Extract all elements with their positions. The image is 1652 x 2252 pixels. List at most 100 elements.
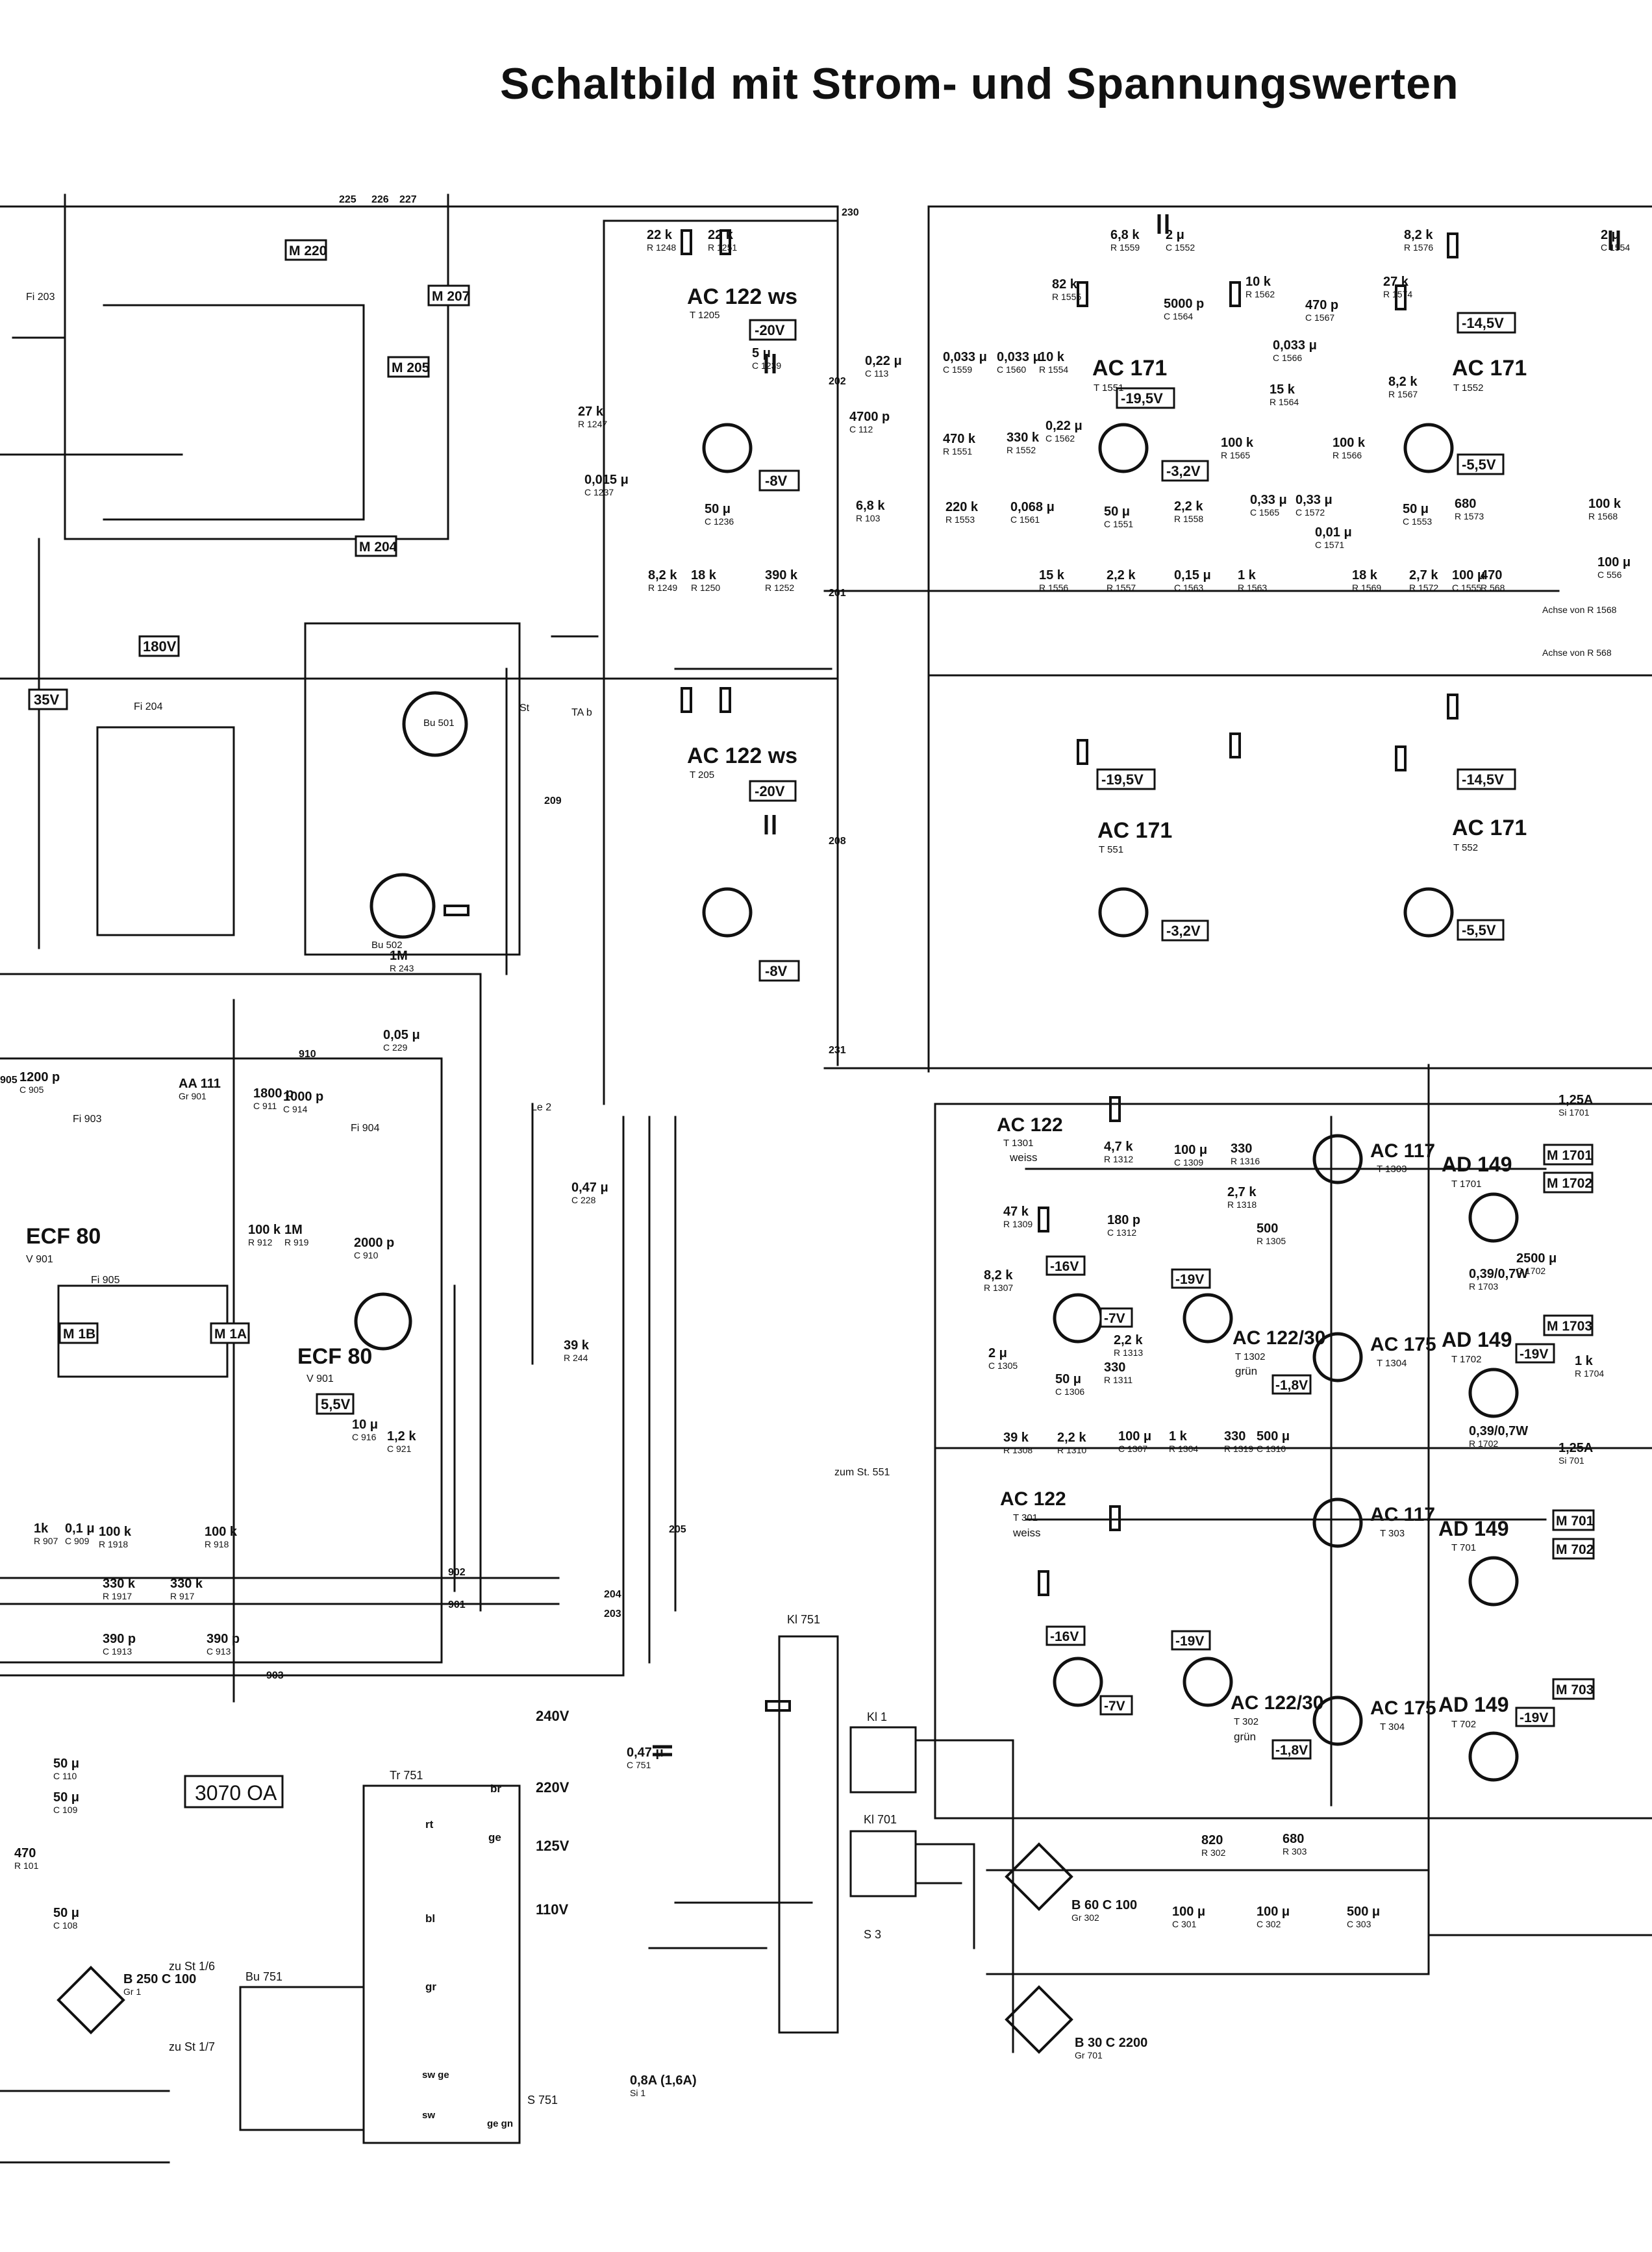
component-value-58: 1000 p xyxy=(283,1090,323,1104)
component-value-16: 330 k xyxy=(1007,431,1040,445)
component-ref-26: C 1566 xyxy=(1273,353,1302,363)
component-value-34: 0,15 μ xyxy=(1174,568,1211,582)
component-value-105: B 250 C 100 xyxy=(123,1972,196,1986)
component-value-68: 330 k xyxy=(103,1577,136,1591)
component-ref-36: C 1565 xyxy=(1250,507,1279,518)
connector-label-15: Fi 904 xyxy=(351,1123,380,1134)
connector-label-14: Fi 903 xyxy=(73,1114,102,1125)
component-value-81: 50 μ xyxy=(1055,1372,1081,1386)
component-ref-4: C 1237 xyxy=(584,487,614,497)
component-ref-88: R 1319 xyxy=(1224,1444,1253,1454)
transistor-label-31: AD 149 xyxy=(1438,1517,1509,1540)
component-value-83: 2,2 k xyxy=(1114,1333,1143,1347)
connector-label-17: zum St. 551 xyxy=(834,1467,890,1478)
component-value-77: 2,7 k xyxy=(1227,1185,1257,1199)
component-value-76: 180 p xyxy=(1107,1213,1140,1227)
component-value-92: 0,39/0,7W xyxy=(1469,1424,1528,1438)
connector-label-3: Tr 751 xyxy=(390,1769,423,1782)
module-m703: M 703 xyxy=(1556,1683,1594,1697)
component-ref-74: R 1316 xyxy=(1231,1156,1260,1166)
component-ref-69: R 917 xyxy=(170,1591,195,1601)
voltage-label-t1301: -16V xyxy=(1050,1259,1079,1274)
component-ref-37: C 1572 xyxy=(1295,507,1325,518)
component-ref-71: C 913 xyxy=(206,1646,231,1657)
component-ref-41: R 1567 xyxy=(1388,389,1418,399)
component-ref-50: C 556 xyxy=(1597,569,1622,580)
transistor-label-22: T 1302 xyxy=(1235,1351,1265,1362)
transistor-label-7: T 1552 xyxy=(1453,382,1483,394)
component-value-107: 50 μ xyxy=(53,1790,79,1805)
module-m701: M 701 xyxy=(1556,1514,1594,1529)
component-value-99: 100 μ xyxy=(1257,1905,1290,1919)
node-number-13: 910 xyxy=(299,1049,316,1060)
component-value-0: 22 k xyxy=(647,228,673,242)
node-number-2: 227 xyxy=(399,194,417,205)
component-value-45: 2,7 k xyxy=(1409,568,1438,582)
component-value-71: 390 p xyxy=(206,1632,240,1646)
module-m204: M 204 xyxy=(359,540,397,555)
transistor-label-1: T 1205 xyxy=(690,310,720,321)
component-value-94: 1,25A xyxy=(1558,1093,1593,1107)
component-ref-56: C 911 xyxy=(253,1101,277,1111)
connector-label-5: S 751 xyxy=(527,2094,558,2107)
component-ref-0: R 1248 xyxy=(647,242,676,253)
voltage-label-t302: -1,8V xyxy=(1275,1743,1308,1758)
component-value-96: 820 xyxy=(1201,1833,1223,1847)
voltage-label-t702: -19V xyxy=(1520,1710,1548,1725)
transistor-label-16: T 1303 xyxy=(1377,1164,1407,1175)
connector-label-21: Achse von R 568 xyxy=(1542,647,1612,658)
connector-label-11: Le 2 xyxy=(531,1102,551,1113)
transistor-label-11: T 552 xyxy=(1453,842,1478,853)
component-ref-25: C 1567 xyxy=(1305,312,1334,323)
component-ref-79: R 1307 xyxy=(984,1282,1013,1293)
component-value-64: 1k xyxy=(34,1521,49,1536)
module-m1b: M 1B xyxy=(63,1327,95,1342)
component-ref-72: R 1312 xyxy=(1104,1154,1133,1164)
voltage-label-5-5v: 5,5V xyxy=(321,1396,351,1412)
tube-label-ecf80-a: ECF 80 xyxy=(26,1224,101,1249)
component-ref-20: R 1559 xyxy=(1110,242,1140,253)
voltage-label-t1205-emitter: -8V xyxy=(765,473,788,489)
component-value-50: 100 μ xyxy=(1597,555,1631,569)
transistor-label-18: T 1701 xyxy=(1451,1179,1481,1190)
node-number-15: 203 xyxy=(604,1608,621,1620)
component-ref-83: R 1313 xyxy=(1114,1347,1143,1358)
component-value-2: 5 μ xyxy=(752,346,771,360)
component-value-21: 2 μ xyxy=(1166,228,1184,242)
component-ref-29: R 1566 xyxy=(1333,450,1362,460)
component-value-97: 680 xyxy=(1283,1832,1304,1846)
transistor-label-9: T 551 xyxy=(1099,844,1123,855)
node-number-4: 201 xyxy=(829,588,846,599)
voltage-label-t552: -14,5V xyxy=(1462,771,1504,788)
voltage-label-t551: -19,5V xyxy=(1101,771,1144,788)
transistor-label-3: T 205 xyxy=(690,769,714,781)
connector-label-16: Fi 905 xyxy=(91,1275,120,1286)
component-ref-23: C 1564 xyxy=(1164,311,1193,321)
component-ref-52: C 229 xyxy=(383,1042,408,1053)
tube-label-ecf80-b: ECF 80 xyxy=(297,1344,372,1369)
component-ref-30: C 1551 xyxy=(1104,519,1133,529)
component-value-85: 2,2 k xyxy=(1057,1431,1086,1445)
component-value-35: 1 k xyxy=(1238,568,1257,582)
component-value-30: 50 μ xyxy=(1104,505,1130,519)
component-value-74: 330 xyxy=(1231,1142,1252,1156)
component-ref-64: R 907 xyxy=(34,1536,58,1546)
component-value-87: 1 k xyxy=(1169,1429,1188,1444)
component-value-15: 470 k xyxy=(943,432,976,446)
transistor-label-8: AC 171 xyxy=(1097,818,1172,843)
transistor-label-14: weiss xyxy=(1009,1151,1038,1164)
component-ref-35: R 1563 xyxy=(1238,582,1267,593)
transistor-label-6: AC 171 xyxy=(1452,356,1527,381)
module-m702: M 702 xyxy=(1556,1542,1594,1557)
component-value-36: 0,33 μ xyxy=(1250,493,1287,507)
module-m1702: M 1702 xyxy=(1547,1176,1592,1191)
component-value-41: 8,2 k xyxy=(1388,375,1418,389)
component-ref-82: R 1311 xyxy=(1104,1375,1133,1385)
component-ref-93: R 1704 xyxy=(1575,1368,1604,1379)
transistor-label-38: AC 175 xyxy=(1370,1697,1436,1719)
component-ref-22: R 1555 xyxy=(1052,292,1081,302)
component-value-73: 100 μ xyxy=(1174,1143,1207,1157)
component-value-14: 10 k xyxy=(1039,350,1065,364)
component-value-6: 8,2 k xyxy=(648,568,677,582)
voltage-label-t301: -16V xyxy=(1050,1629,1079,1644)
